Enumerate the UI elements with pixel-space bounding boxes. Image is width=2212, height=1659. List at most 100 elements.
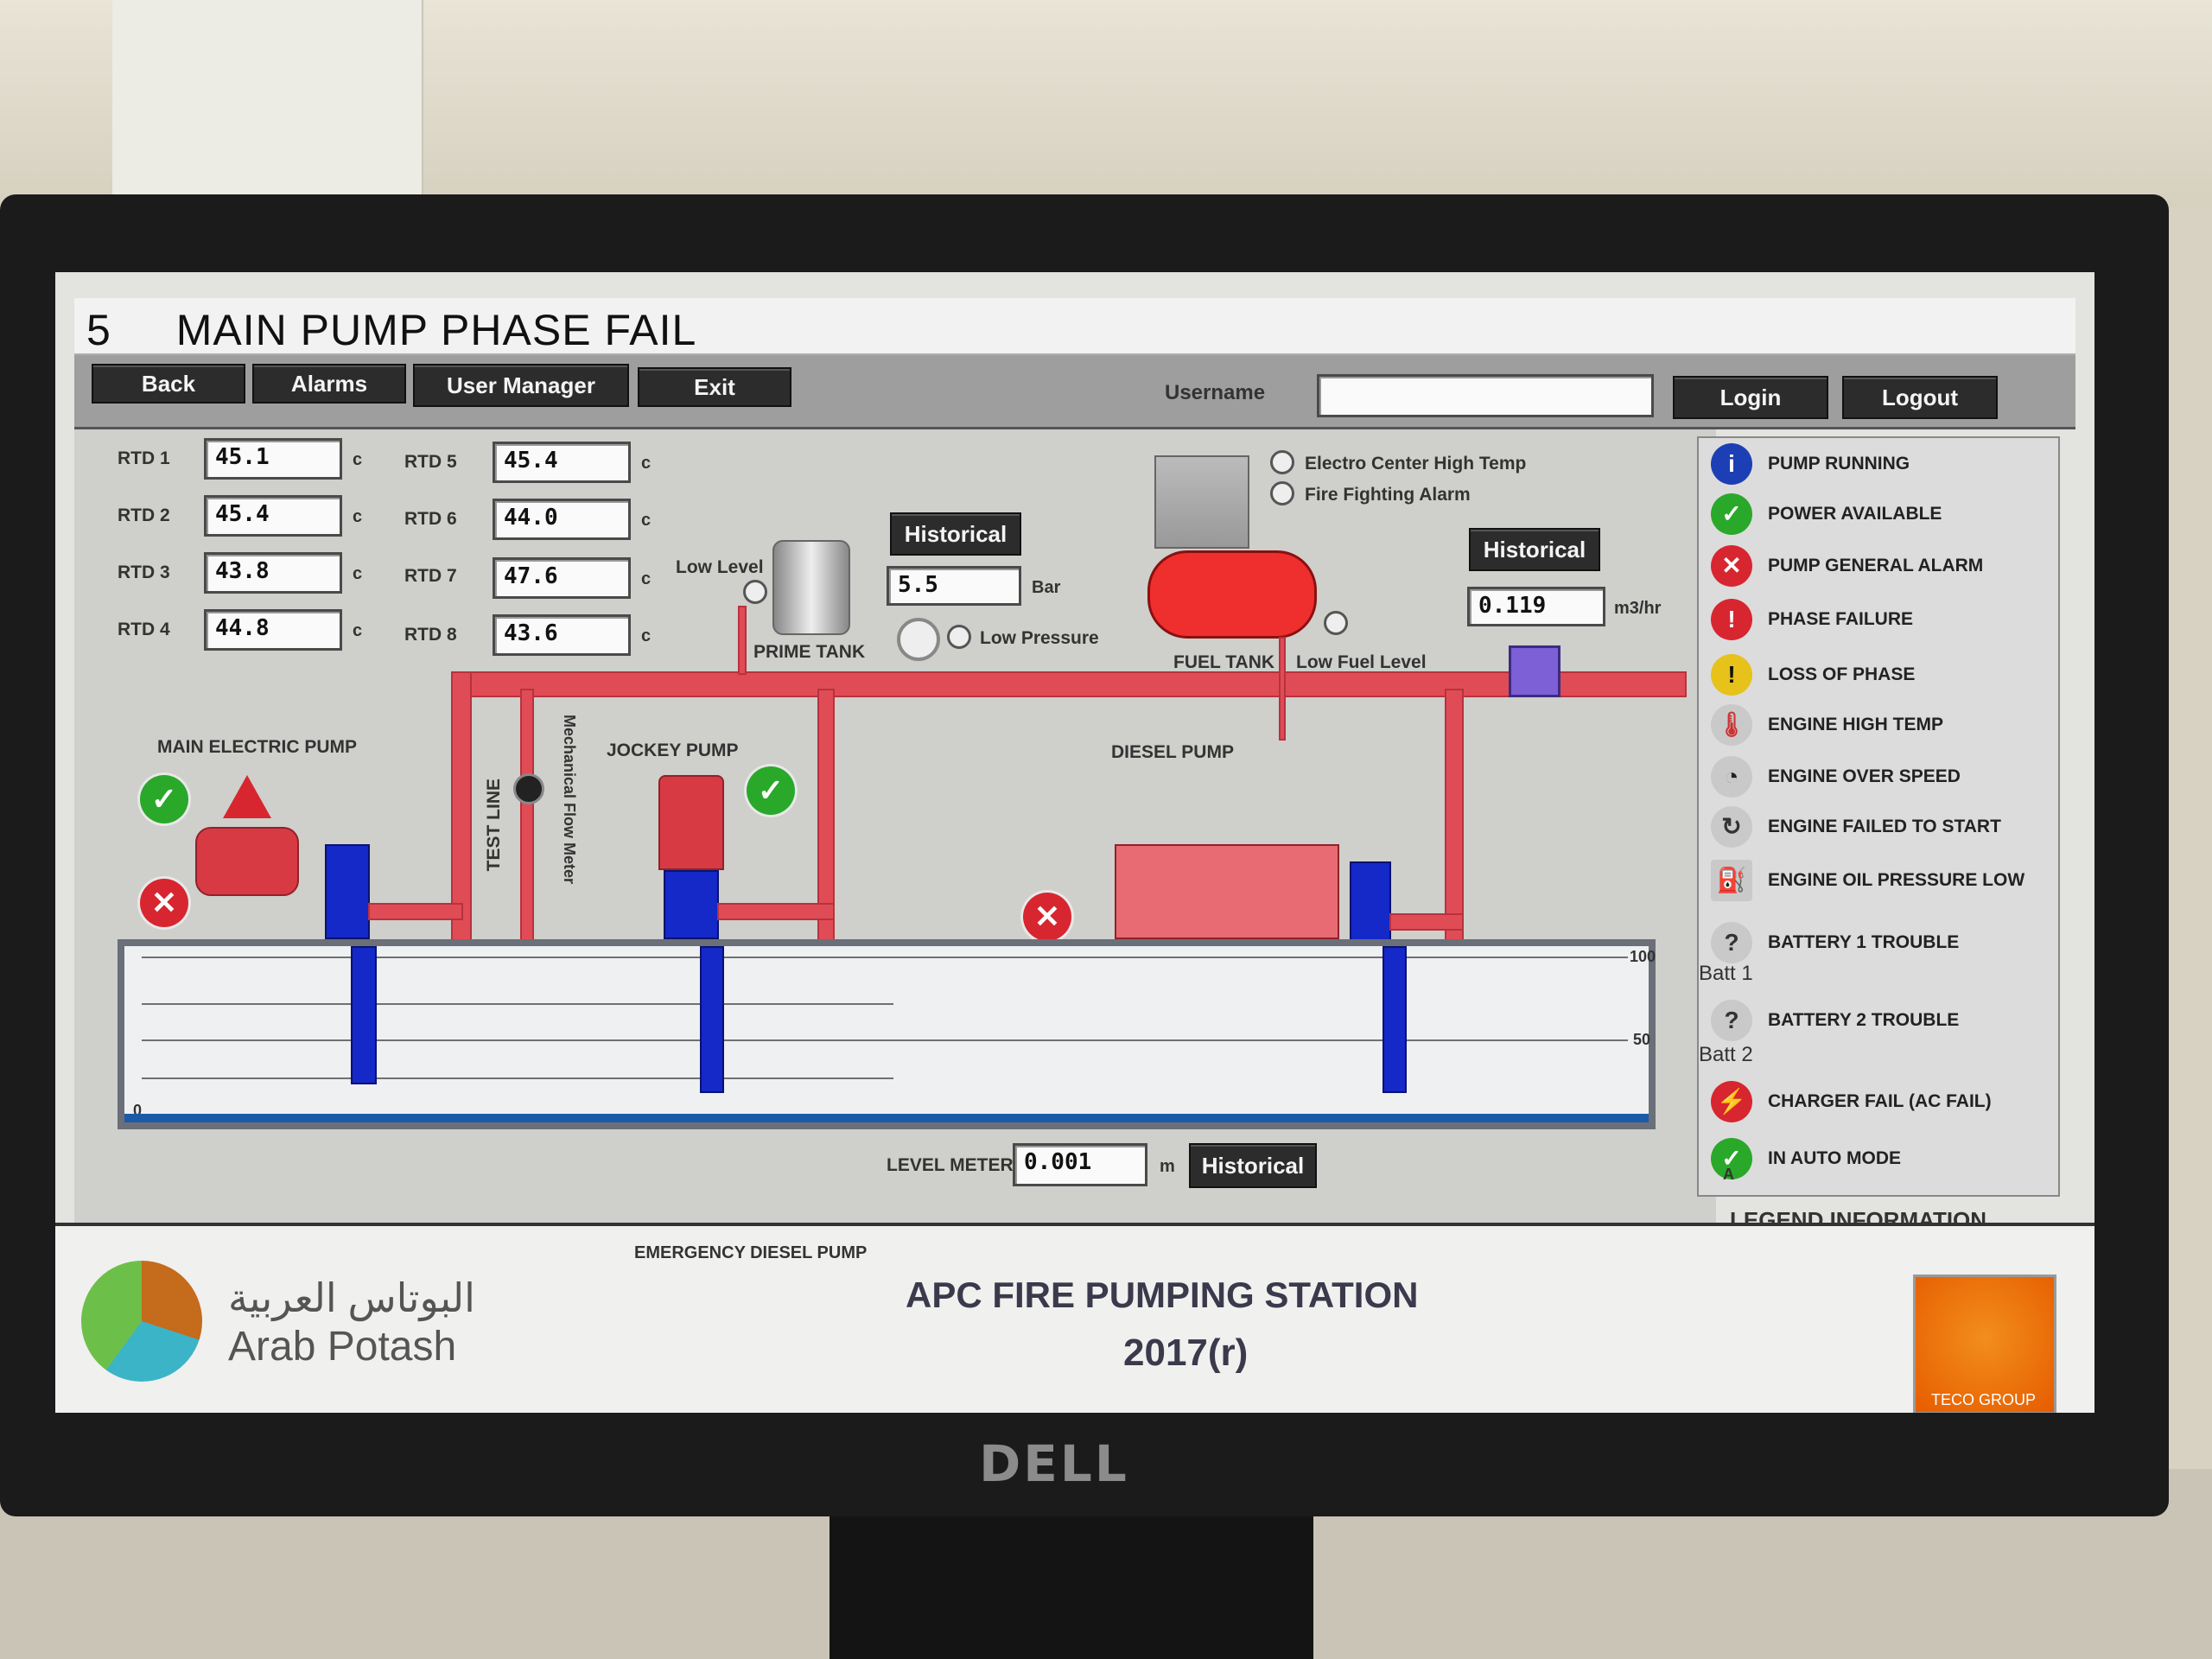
- level-meter-unit: m: [1160, 1157, 1175, 1176]
- alarms-button[interactable]: Alarms: [252, 364, 406, 404]
- login-button[interactable]: Login: [1673, 376, 1828, 419]
- legend-item: ?BATTERY 2 TROUBLE: [1711, 1000, 2056, 1043]
- level-gridline-2: [142, 1003, 893, 1005]
- battery-1-sub-label: Batt 1: [1699, 962, 1753, 985]
- info-icon: i: [1711, 443, 1752, 485]
- main-header-pipe: [451, 671, 1687, 697]
- water-level-bar: [124, 1114, 1649, 1122]
- pressure-gauge-icon: [897, 618, 940, 661]
- main-pump-alarm-x-icon: ✕: [140, 879, 188, 927]
- back-button[interactable]: Back: [92, 364, 245, 404]
- alarm-title-bar: 5 MAIN PUMP PHASE FAIL: [74, 298, 2075, 355]
- rtd-2-value: 45.4: [204, 495, 342, 537]
- rtd-3-value: 43.8: [204, 552, 342, 594]
- diesel-engine-icon: [1115, 844, 1339, 939]
- exit-button[interactable]: Exit: [638, 367, 791, 407]
- electro-center-building-icon: [1154, 455, 1249, 549]
- rtd-6-label: RTD 6: [404, 509, 457, 529]
- check-icon: ✓: [1711, 1138, 1752, 1179]
- warning-yellow-icon: !: [1711, 654, 1752, 696]
- prime-tank-icon: [772, 540, 850, 635]
- low-pressure-indicator: [947, 625, 971, 649]
- rtd-4-unit: c: [353, 621, 363, 640]
- rtd-8-label: RTD 8: [404, 625, 457, 645]
- monitor-stand: [830, 1503, 1313, 1659]
- fire-alarm-label: Fire Fighting Alarm: [1305, 485, 1471, 505]
- low-fuel-indicator: [1324, 611, 1348, 635]
- test-line-label: TEST LINE: [484, 779, 504, 872]
- alarm-text: MAIN PUMP PHASE FAIL: [175, 306, 697, 354]
- flow-historical-button[interactable]: Historical: [1469, 528, 1600, 571]
- logout-button[interactable]: Logout: [1842, 376, 1998, 419]
- prime-tank-low-level-indicator: [743, 580, 767, 604]
- pressure-value: 5.5: [887, 566, 1021, 606]
- legend-item: ◔ENGINE OVER SPEED: [1711, 756, 2056, 799]
- rtd-1-value: 45.1: [204, 438, 342, 480]
- warning-red-icon: !: [1711, 599, 1752, 640]
- electro-center-temp-indicator: [1270, 450, 1294, 474]
- alarm-number: 5: [86, 306, 111, 354]
- x-icon: ✕: [1711, 545, 1752, 587]
- level-gridline-50: [142, 1039, 1628, 1041]
- rtd-7-unit: c: [641, 569, 652, 588]
- rtd-5-label: RTD 5: [404, 452, 457, 472]
- battery-2-sub-label: Batt 2: [1699, 1043, 1753, 1066]
- emergency-diesel-label: EMERGENCY DIESEL PUMP: [634, 1243, 868, 1262]
- legend-item: ✓POWER AVAILABLE: [1711, 493, 2056, 537]
- level-historical-button[interactable]: Historical: [1189, 1143, 1317, 1188]
- footer: EMERGENCY DIESEL PUMP البوتاس العربية Ar…: [55, 1223, 2094, 1413]
- level-meter-value: 0.001: [1013, 1143, 1147, 1186]
- jockey-pump-column-icon: [700, 946, 724, 1093]
- legend-item: !LOSS OF PHASE: [1711, 654, 2056, 697]
- fuel-line-pipe: [1279, 637, 1286, 741]
- jockey-pump-motor-icon: [658, 775, 724, 870]
- low-fuel-label: Low Fuel Level: [1296, 652, 1427, 672]
- flow-unit: m3/hr: [1614, 599, 1662, 618]
- rtd-7-label: RTD 7: [404, 566, 457, 586]
- level-tick-100: 100: [1630, 948, 1656, 965]
- fire-alarm-indicator: [1270, 481, 1294, 505]
- fuel-tank-label: FUEL TANK: [1173, 652, 1275, 672]
- hmi-screen: 5 MAIN PUMP PHASE FAIL Back Alarms User …: [55, 272, 2094, 1413]
- rtd-2-unit: c: [353, 507, 363, 526]
- main-pump-power-check-icon: ✓: [140, 775, 188, 823]
- rtd-1-unit: c: [353, 450, 363, 469]
- main-pump-motor-icon: [195, 827, 299, 896]
- auto-mode-sub-label: A: [1723, 1166, 1734, 1183]
- rtd-3-label: RTD 3: [118, 563, 170, 582]
- diesel-pump-discharge-pipe: [1389, 913, 1464, 931]
- monitor-brand-logo: DELL: [979, 1434, 1129, 1493]
- flow-meter-icon: [513, 773, 544, 804]
- wall-panel: [112, 0, 423, 199]
- level-tick-50: 50: [1633, 1031, 1651, 1048]
- company-name-english: Arab Potash: [228, 1324, 457, 1370]
- username-field[interactable]: [1317, 374, 1654, 417]
- legend-item: ✓IN AUTO MODE: [1711, 1138, 2056, 1181]
- legend-item: ✕PUMP GENERAL ALARM: [1711, 545, 2056, 588]
- alarm-title: 5 MAIN PUMP PHASE FAIL: [86, 305, 696, 355]
- pressure-historical-button[interactable]: Historical: [890, 512, 1021, 556]
- water-tank-level-display: 100 50 0: [118, 939, 1656, 1129]
- rtd-7-value: 47.6: [493, 557, 631, 599]
- company-name-arabic: البوتاس العربية: [228, 1275, 475, 1320]
- flow-meter-label: Mechanical Flow Meter: [561, 715, 578, 885]
- jockey-pump-power-check-icon: ✓: [747, 766, 795, 815]
- prime-tank-pipe: [738, 606, 747, 675]
- question-icon: ?: [1711, 1000, 1752, 1041]
- rtd-4-value: 44.8: [204, 609, 342, 651]
- oil-can-icon: ⛽: [1711, 860, 1752, 901]
- main-pump-head-icon: [325, 844, 370, 939]
- level-gridline-100: [142, 957, 1628, 958]
- check-icon: ✓: [1711, 493, 1752, 535]
- main-pump-discharge-pipe: [368, 903, 463, 920]
- user-manager-button[interactable]: User Manager: [413, 364, 629, 407]
- arab-potash-logo-icon: [81, 1261, 202, 1382]
- nav-bar: Back Alarms User Manager Exit Username L…: [74, 355, 2075, 429]
- jockey-pump-label: JOCKEY PUMP: [607, 741, 739, 760]
- level-gridline-4: [142, 1077, 893, 1079]
- level-tick-0: 0: [133, 1102, 143, 1119]
- electro-center-temp-label: Electro Center High Temp: [1305, 454, 1527, 474]
- speed-icon: ◔: [1711, 756, 1752, 798]
- pressure-unit: Bar: [1032, 578, 1061, 597]
